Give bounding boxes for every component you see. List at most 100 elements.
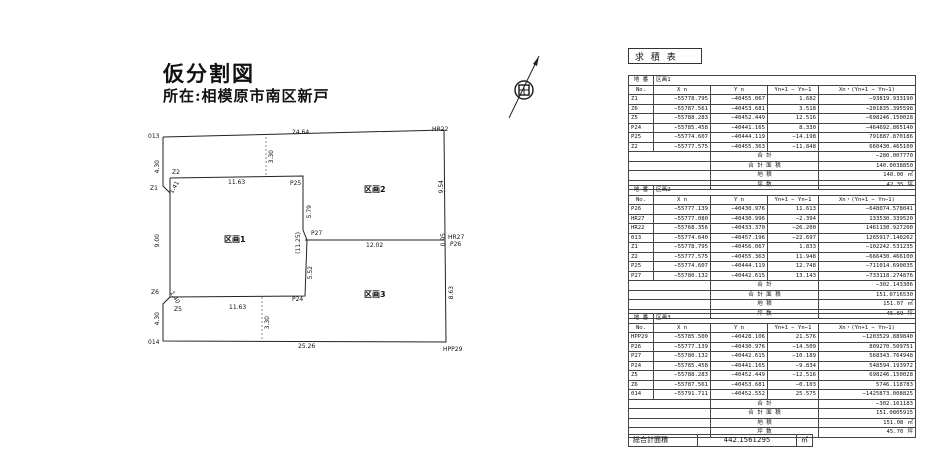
- table-cell: −0.103: [767, 379, 819, 390]
- table-cell: −1203529.889840: [818, 332, 916, 343]
- blank-cell: [628, 408, 711, 419]
- sum-row-number: −302.161183: [875, 400, 913, 407]
- point-013: 013: [148, 133, 160, 140]
- table-cell: Z2: [628, 141, 654, 152]
- table-cell: 548594.193972: [818, 360, 916, 371]
- table-id-row: 地 番区画3: [628, 313, 916, 324]
- table-cell: −11.848: [767, 141, 819, 152]
- table-cell: −40430.976: [710, 341, 768, 352]
- table-cell: −40452.552: [710, 389, 768, 400]
- table-cell: 568343.764948: [818, 351, 916, 362]
- land-row-unit: ㎡: [907, 419, 913, 426]
- dim-mid: 12.02: [366, 242, 384, 249]
- parcel-plan: [162, 129, 447, 343]
- dim-gap-top: 3.30: [268, 150, 275, 164]
- land-row-number: 140.00: [883, 172, 904, 179]
- land-row-unit: ㎡: [907, 172, 913, 179]
- table-cell: −26.200: [767, 223, 819, 234]
- table-cell: HR22: [628, 223, 654, 234]
- table-cell: −55778.795: [653, 242, 711, 253]
- dim-lower-mid: 11.63: [229, 304, 247, 311]
- sum-row: 合 計−302.143306: [628, 280, 916, 291]
- table-cell: −55785.500: [653, 332, 711, 343]
- sum-row-label: 合 計: [710, 151, 819, 162]
- dim-inner-1: 5.79: [306, 205, 313, 219]
- outer-boundary: [162, 129, 447, 343]
- dim-inner-2: (11.25): [295, 232, 302, 254]
- table-cell: 8.330: [767, 122, 819, 133]
- table-cell: 1.833: [767, 242, 819, 253]
- area-3-label: 区画3: [364, 290, 386, 299]
- grand-total-label: 総合計面積: [629, 435, 698, 446]
- compass-icon: [508, 55, 540, 119]
- table-cell: −55778.795: [653, 94, 711, 105]
- sum-row-value: −302.161183: [818, 398, 916, 409]
- sum-row-number: −280.007770: [875, 153, 913, 160]
- column-header: No.: [628, 322, 654, 333]
- table-cell: −55774.607: [653, 261, 711, 272]
- column-header: No.: [628, 194, 654, 205]
- table-cell: 1461130.927200: [818, 223, 916, 234]
- tsubo-row-number: 42.35: [886, 181, 904, 188]
- table-cell: −40455.363: [710, 251, 768, 262]
- table-cell: −1425873.008825: [818, 389, 916, 400]
- tsubo-row-unit: 坪: [907, 429, 913, 436]
- table-cell: −93819.933190: [818, 94, 916, 105]
- table-cell: −22.697: [767, 232, 819, 243]
- column-header: Xn・(Yn+1 − Yn−1): [818, 322, 916, 333]
- sum-row: 合 計−302.161183: [628, 398, 916, 409]
- id-label: 地 番: [628, 75, 654, 86]
- column-header: Yn+1 − Yn−1: [767, 194, 819, 205]
- table-cell: −55774.607: [653, 132, 711, 143]
- table-cell: P27: [628, 270, 654, 281]
- table-cell: −55780.132: [653, 351, 711, 362]
- sum-row-label: 合 計: [710, 280, 819, 291]
- table-cell: −40453.681: [710, 379, 768, 390]
- point-hr22: HR22: [432, 126, 449, 133]
- table-cell: −55777.139: [653, 204, 711, 215]
- column-header: X n: [653, 194, 711, 205]
- blank-cell: [628, 280, 711, 291]
- area-1-label: 区画1: [224, 235, 246, 244]
- table-cell: −464692.865140: [818, 122, 916, 133]
- table-cell: −40444.119: [710, 261, 768, 272]
- total-row-label: 合 計 面 積: [710, 408, 819, 419]
- table-cell: −10.189: [767, 351, 819, 362]
- blank-cell: [628, 289, 711, 300]
- table-cell: P26: [628, 204, 654, 215]
- table-cell: −55788.283: [653, 113, 711, 124]
- dim-left-bot: 4.30: [154, 312, 161, 326]
- table-cell: 25.575: [767, 389, 819, 400]
- point-z2: Z2: [172, 169, 180, 176]
- table-cell: −55785.458: [653, 360, 711, 371]
- table-cell: HR27: [628, 213, 654, 224]
- table-cell: 1265917.140262: [818, 232, 916, 243]
- land-row-label: 地 積: [710, 299, 819, 310]
- total-row-label: 合 計 面 積: [710, 160, 819, 171]
- table-cell: −40455.363: [710, 141, 768, 152]
- table-cell: −40442.615: [710, 351, 768, 362]
- point-p27: P27: [311, 230, 323, 237]
- table-cell: P24: [628, 122, 654, 133]
- table-cell: 133530.339520: [818, 213, 916, 224]
- table-cell: 1.682: [767, 94, 819, 105]
- table-cell: 014: [628, 389, 654, 400]
- table-cell: 11.613: [767, 204, 819, 215]
- table-cell: −55768.356: [653, 223, 711, 234]
